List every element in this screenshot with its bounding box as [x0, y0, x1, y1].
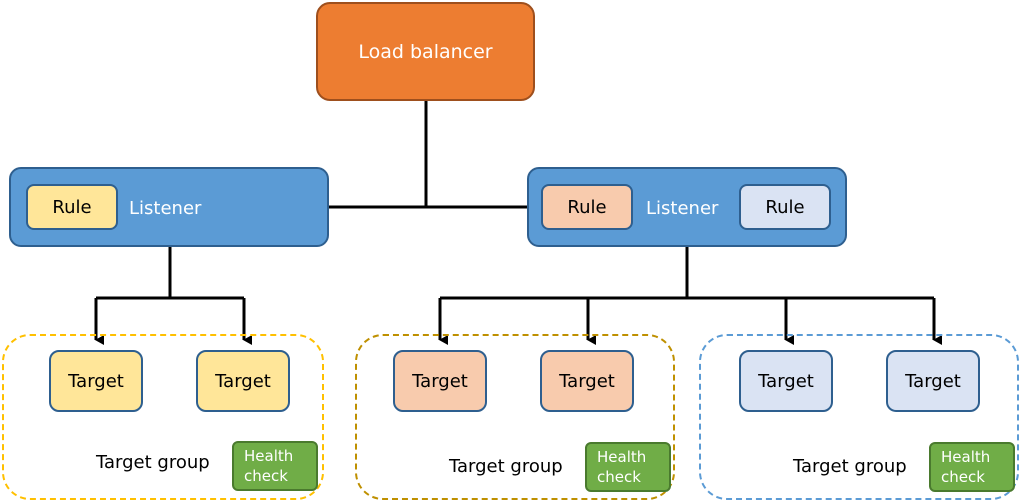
load-balancer-label: Load balancer [358, 40, 493, 63]
health-check-node: Health check [929, 442, 1015, 492]
health-check-label-line2: check [941, 468, 985, 486]
health-check-label-line1: Health [941, 448, 991, 466]
health-check-node: Health check [585, 442, 671, 492]
target-group-label: Target group [96, 452, 210, 473]
rule-label: Rule [52, 196, 92, 218]
target-node: Target [393, 350, 487, 412]
target-label: Target [758, 370, 814, 392]
health-check-label-line2: check [597, 468, 641, 486]
rule-node-1: Rule [26, 184, 118, 230]
target-label: Target [412, 370, 468, 392]
listener-node-2: Rule Listener Rule [527, 167, 847, 247]
listener-node-1: Rule Listener [9, 167, 329, 247]
target-label: Target [905, 370, 961, 392]
target-label: Target [215, 370, 271, 392]
target-group-2 [355, 334, 675, 500]
rule-label: Rule [567, 196, 607, 218]
health-check-node: Health check [232, 441, 318, 491]
target-label: Target [68, 370, 124, 392]
target-node: Target [196, 350, 290, 412]
listener-label: Listener [129, 198, 202, 219]
health-check-label-line1: Health [597, 448, 647, 466]
rule-label: Rule [765, 196, 805, 218]
target-node: Target [540, 350, 634, 412]
health-check-label-line1: Health [244, 447, 294, 465]
rule-node-3: Rule [739, 184, 831, 230]
target-node: Target [886, 350, 980, 412]
target-node: Target [739, 350, 833, 412]
target-group-3 [699, 334, 1019, 500]
target-group-1 [2, 334, 324, 500]
target-group-label: Target group [793, 456, 907, 477]
target-group-label: Target group [449, 456, 563, 477]
load-balancer-node: Load balancer [316, 2, 535, 101]
target-label: Target [559, 370, 615, 392]
target-node: Target [49, 350, 143, 412]
health-check-label-line2: check [244, 467, 288, 485]
rule-node-2: Rule [541, 184, 633, 230]
listener-label: Listener [646, 198, 719, 219]
